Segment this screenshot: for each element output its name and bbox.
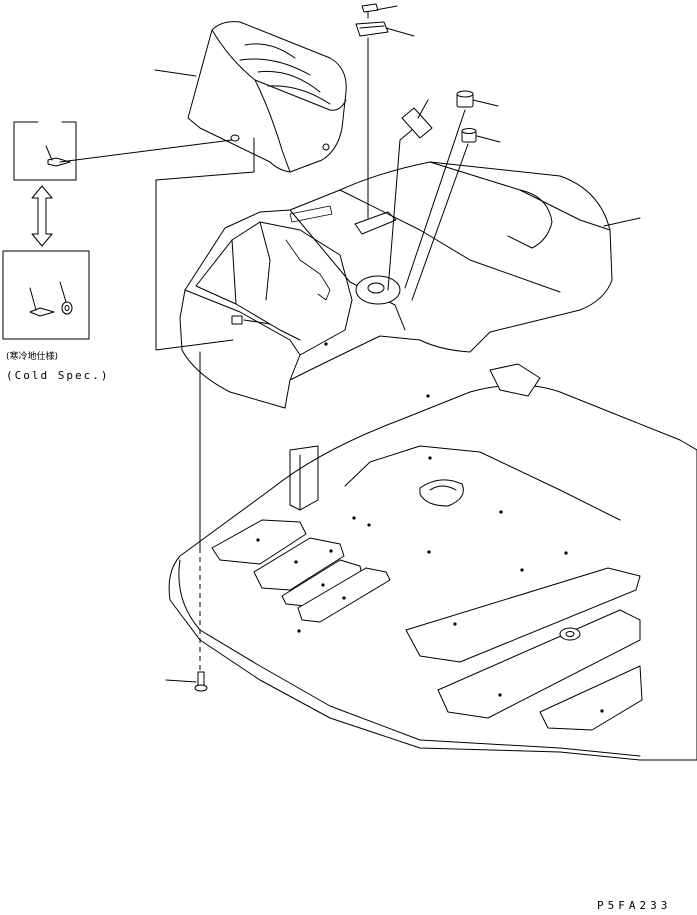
diagram-code: P5FA233 [597,899,672,912]
detail-box-lower [2,250,90,340]
console-cover [187,21,347,173]
detail-box-upper [13,121,77,181]
bolt-part [194,671,208,692]
console-body [179,161,613,409]
pad-part [355,21,389,37]
plate-part [401,107,433,139]
leader-lines [29,5,641,683]
cap-part-upper [456,90,474,108]
cold-spec-label-en: (Cold Spec.) [6,369,110,382]
cap-part-lower [461,128,477,143]
clip-part [361,3,379,19]
hole-dots [256,342,604,713]
cold-spec-label-jp: (寒冷地仕様) [6,352,59,362]
swap-arrow-icon [31,185,53,247]
floor-mats [211,519,643,731]
